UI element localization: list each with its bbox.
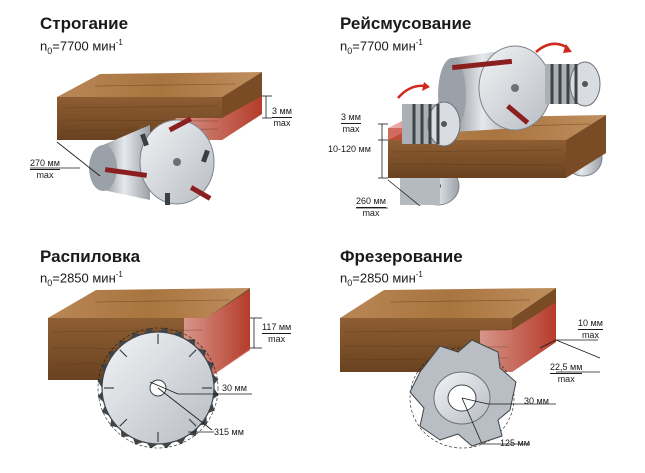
saw-tooth: [118, 340, 128, 349]
saw-tooth: [206, 360, 215, 371]
saw-slot: [188, 349, 197, 358]
milling-drawing: [340, 288, 601, 449]
saw-tooth: [130, 331, 141, 340]
saw-tooth: [110, 418, 119, 428]
thicknessing-speed: n0=7700 мин-1: [340, 38, 423, 56]
planing-speed: n0=7700 мин-1: [40, 38, 123, 56]
saw-tooth: [212, 373, 219, 385]
saw-tooth: [120, 429, 130, 437]
saw-tooth: [158, 327, 170, 334]
saw-tooth: [101, 405, 110, 416]
sawing-diameter-label: 315 мм: [214, 427, 244, 437]
saw-tooth: [199, 416, 207, 426]
saw-tooth: [172, 331, 183, 338]
milling-diameter-label: 125 мм: [500, 438, 530, 448]
saw-slot: [188, 418, 197, 427]
thicknessing-title: Рейсмусование: [340, 14, 472, 33]
saw-tooth: [208, 402, 215, 413]
saw-tooth: [109, 350, 117, 360]
planing-drawing: [30, 72, 272, 205]
saw-tooth: [97, 391, 104, 403]
saw-tooth: [161, 442, 173, 449]
saw-slot: [119, 418, 128, 427]
thicknessing-drawing: [356, 42, 606, 209]
saw-tooth: [143, 327, 155, 334]
saw-slot: [119, 349, 128, 358]
saw-tooth: [175, 436, 186, 445]
milling-speed: n0=2850 мин-1: [340, 270, 423, 288]
saw-tooth: [133, 438, 144, 445]
saw-tooth: [212, 388, 219, 400]
milling-title: Фрезерование: [340, 247, 463, 266]
saw-tooth: [197, 348, 206, 358]
planing-title: Строгание: [40, 14, 129, 33]
saw-tooth: [146, 442, 158, 449]
milling-bore-label: 30 мм: [524, 396, 549, 406]
saw-tooth: [97, 376, 104, 388]
sawing-speed: n0=2850 мин-1: [40, 270, 123, 288]
saw-tooth: [101, 363, 108, 374]
sawing-title: Распиловка: [40, 247, 141, 266]
saw-tooth: [186, 339, 196, 347]
sawing-bore-label: 30 мм: [222, 383, 247, 393]
thicknessing-height-label: 10-120 мм: [328, 144, 371, 154]
sawing-drawing: [48, 288, 262, 449]
